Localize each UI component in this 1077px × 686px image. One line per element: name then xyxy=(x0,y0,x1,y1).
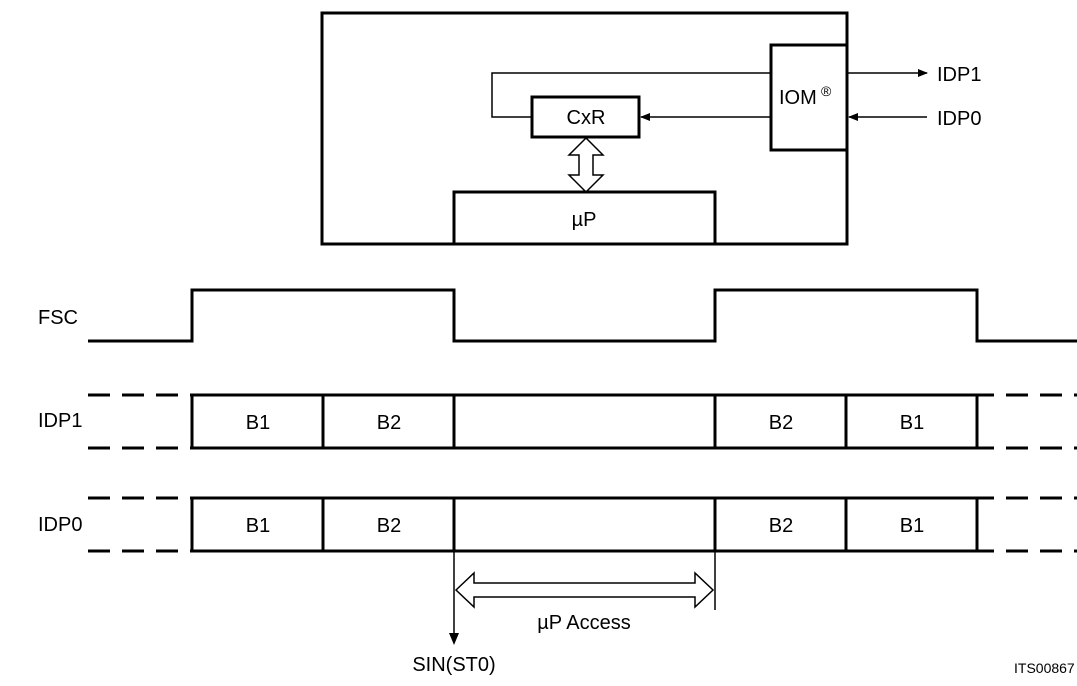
loop-line xyxy=(491,72,771,118)
cxr-label: CxR xyxy=(567,107,606,129)
idp0-slot-label: B2 xyxy=(377,515,401,537)
idp1-row-label: IDP1 xyxy=(38,410,82,432)
registered-mark: ® xyxy=(821,83,832,99)
idp0-row-label: IDP0 xyxy=(38,514,82,536)
fsc-waveform xyxy=(88,288,1077,343)
idp1-slot-label: B1 xyxy=(246,412,270,434)
idp1-slot-label: B2 xyxy=(769,412,793,434)
figure-id: ITS00867 xyxy=(1014,660,1075,676)
idp1-slot-label: B2 xyxy=(377,412,401,434)
idp1-out-label: IDP1 xyxy=(937,64,981,86)
idp0-slot-label: B1 xyxy=(900,515,924,537)
idp0-slot-label: B1 xyxy=(246,515,270,537)
fsc-label: FSC xyxy=(38,307,78,329)
sin-label: SIN(ST0) xyxy=(412,654,495,676)
iom-label: IOM xyxy=(779,87,817,109)
idp0-slot-label: B2 xyxy=(769,515,793,537)
idp1-slot-label: B1 xyxy=(900,412,924,434)
up-access-label: µP Access xyxy=(537,612,630,634)
idp0-in-label: IDP0 xyxy=(937,108,981,130)
iom-block xyxy=(769,43,849,152)
cxr-up-double-arrow xyxy=(567,136,605,194)
up-access-double-arrow xyxy=(454,571,715,609)
microprocessor-label: µP xyxy=(572,209,597,231)
microprocessor-block xyxy=(452,190,717,246)
sin-arrowhead xyxy=(449,633,459,645)
